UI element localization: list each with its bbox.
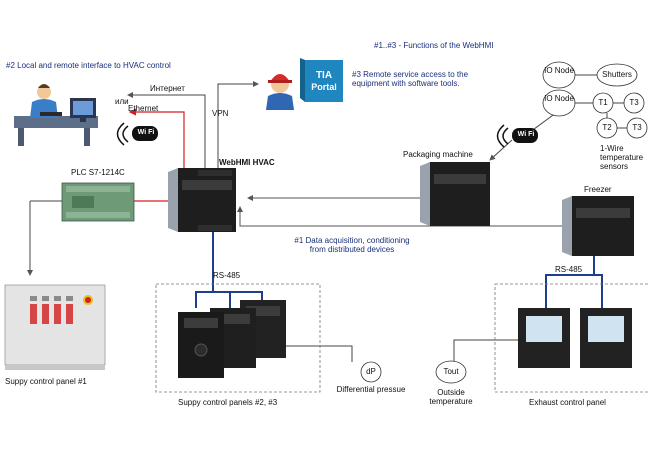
rs485-right-label: RS-485 bbox=[555, 265, 583, 274]
differential-pressure-label: Differential pressue bbox=[336, 385, 406, 394]
vpn-label: VPN bbox=[212, 109, 229, 118]
plc-label: PLC S7-1214C bbox=[71, 168, 125, 177]
service-technician-icon bbox=[266, 74, 294, 110]
supply-control-panel-1 bbox=[4, 284, 106, 370]
remote-service-label: #3 Remote service access to the equipmen… bbox=[352, 70, 469, 89]
internet-label: Интернет bbox=[150, 84, 185, 93]
portal-label: Portal bbox=[311, 82, 337, 92]
outside-temperature-label: Outside temperature bbox=[429, 388, 473, 407]
wifi-left-label: Wi Fi bbox=[137, 129, 155, 136]
wifi-icon-right bbox=[496, 124, 538, 148]
shutters-label: Shutters bbox=[602, 70, 632, 79]
webhmi-device bbox=[168, 168, 236, 232]
plc-device bbox=[61, 182, 135, 222]
freezer-device bbox=[562, 196, 634, 256]
tout-sensor-label: Tout bbox=[443, 367, 459, 376]
functions-title: #1..#3 - Functions of the WebHMI bbox=[374, 41, 494, 50]
webhmi-label: WebHMI HVAC bbox=[219, 158, 275, 167]
ili-label: или bbox=[115, 97, 129, 106]
wifi-icon-left bbox=[116, 122, 158, 146]
io-node-2-label: IO Node bbox=[544, 94, 574, 103]
connection-lines bbox=[27, 74, 627, 362]
rs485-left-label: RS-485 bbox=[213, 271, 241, 280]
t3b-label: T3 bbox=[632, 123, 642, 132]
packaging-machine-device bbox=[420, 162, 490, 226]
wifi-right-label: Wi Fi bbox=[517, 131, 535, 138]
supply-panels-23-label: Suppy control panels #2, #3 bbox=[178, 398, 278, 407]
onewire-sensors-label: 1-Wire temperature sensors bbox=[600, 144, 644, 172]
data-acquisition-label: #1 Data acquisition, conditioning from d… bbox=[294, 236, 410, 255]
t3a-label: T3 bbox=[629, 98, 639, 107]
io-node-1-label: IO Node bbox=[544, 66, 574, 75]
local-remote-interface-label: #2 Local and remote interface to HVAC co… bbox=[6, 61, 171, 70]
exhaust-panel-enclosure bbox=[494, 283, 650, 393]
supply-panels-enclosure bbox=[155, 283, 321, 393]
freezer-label: Freezer bbox=[584, 185, 612, 194]
exhaust-drives bbox=[518, 308, 632, 368]
operator-workstation-icon bbox=[14, 84, 98, 146]
t2-label: T2 bbox=[602, 123, 612, 132]
t1-label: T1 bbox=[598, 98, 608, 107]
packaging-machine-label: Packaging machine bbox=[403, 150, 473, 159]
exhaust-panel-label: Exhaust control panel bbox=[529, 398, 606, 407]
ethernet-label: Ethernet bbox=[128, 104, 159, 113]
supply-drives bbox=[178, 300, 286, 378]
tia-portal-icon bbox=[300, 58, 343, 102]
sensor-circles bbox=[360, 61, 648, 384]
dp-sensor-label: dP bbox=[366, 367, 376, 376]
supply-panel-1-label: Suppy control panel #1 bbox=[5, 377, 87, 386]
tia-label: TIA bbox=[315, 70, 333, 81]
